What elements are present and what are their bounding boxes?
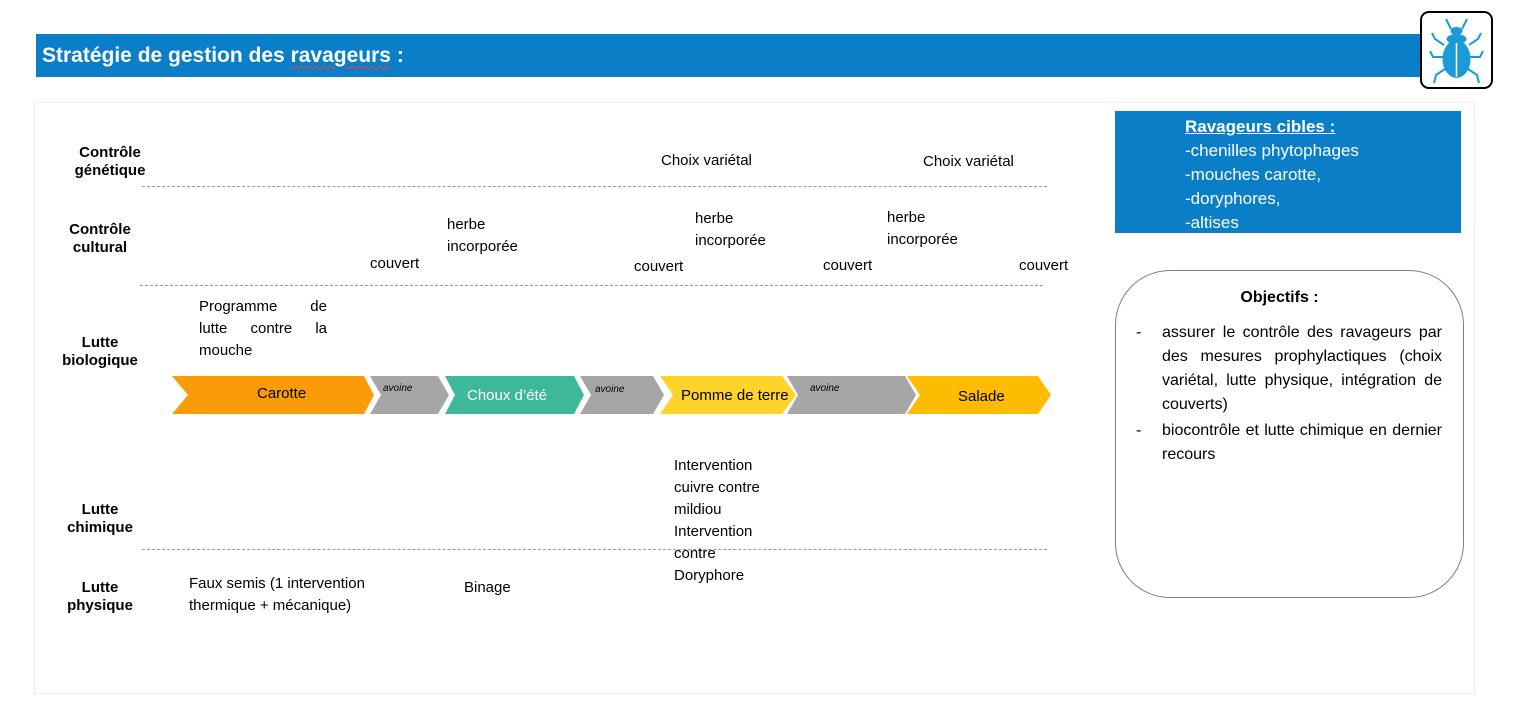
chevron-salade (907, 376, 1051, 414)
chevron-carotte (172, 376, 374, 414)
herbe-incorporee-text: herbe incorporée (447, 216, 518, 255)
beetle-icon (1429, 18, 1484, 84)
ravageur-item: -altises (1185, 213, 1239, 232)
ravageurs-cibles-box: Ravageurs cibles : -chenilles phytophage… (1115, 111, 1461, 233)
choix-varietal-text: Choix variétal (661, 152, 752, 169)
objectif-text: biocontrôle et lutte chimique en dernier… (1162, 422, 1442, 463)
page-title-spellcheck-word: ravageurs (290, 44, 391, 67)
crop-label-salade: Salade (958, 388, 1005, 405)
couvert-text: couvert (370, 255, 420, 272)
crop-label-avoine: avoine (810, 383, 840, 394)
row-label-cultural: Contrôle cultural (69, 221, 131, 256)
crop-label-avoine: avoine (595, 384, 625, 395)
crop-label-pomme-de-terre: Pomme de terre (681, 387, 789, 404)
row-divider (142, 186, 1047, 187)
row-divider (142, 549, 1047, 550)
header-bar (36, 34, 1424, 77)
programme-lutte-mouche-text: Programme de lutte contre la mouche (199, 298, 327, 359)
choix-varietal-text: Choix variétal (923, 153, 1014, 170)
chevron-pomme-de-terre (660, 376, 796, 414)
logo (1420, 11, 1493, 89)
crop-label-choux: Choux d’été (467, 387, 548, 404)
couvert-text: couvert (634, 258, 684, 275)
faux-semis-text: Faux semis (1 intervention thermique + m… (189, 575, 365, 614)
page-title: Stratégie de gestion des ravageurs : (42, 44, 404, 68)
page-title-end: : (390, 44, 404, 67)
diagram-panel (34, 102, 1475, 694)
row-label-biologique: Lutte biologique (62, 334, 138, 369)
objectifs-title: Objectifs : (1240, 289, 1319, 306)
ravageurs-cibles-title: Ravageurs cibles : (1185, 117, 1336, 136)
herbe-incorporee-text: herbe incorporée (887, 209, 958, 248)
objectif-text: assurer le contrôle des ravageurs par de… (1162, 324, 1442, 413)
objectif-item: -assurer le contrôle des ravageurs par d… (1136, 321, 1442, 417)
chevron-choux (445, 376, 584, 414)
row-divider (140, 285, 1043, 286)
chevron-avoine (580, 376, 664, 414)
crop-rotation-sequence (172, 376, 1051, 414)
objectif-item: -biocontrôle et lutte chimique en dernie… (1136, 419, 1442, 467)
objectifs-box: Objectifs : -assurer le contrôle des rav… (1115, 270, 1464, 598)
binage-text: Binage (464, 579, 511, 596)
couvert-text: couvert (1019, 257, 1069, 274)
crop-label-carotte: Carotte (257, 385, 307, 402)
row-label-chimique: Lutte chimique (67, 501, 133, 536)
intervention-doryphore-text: Intervention contre Doryphore (674, 523, 753, 584)
chevron-avoine (787, 376, 916, 414)
chevron-avoine (370, 376, 449, 414)
crop-label-avoine: avoine (383, 383, 413, 394)
row-label-genetique: Contrôle génétique (74, 144, 146, 179)
page-title-main: Stratégie de gestion des (42, 44, 291, 67)
couvert-text: couvert (823, 257, 873, 274)
ravageur-item: -doryphores, (1185, 189, 1281, 208)
ravageur-item: -chenilles phytophages (1185, 141, 1359, 160)
row-label-physique: Lutte physique (67, 579, 133, 614)
ravageur-item: -mouches carotte, (1185, 165, 1322, 184)
intervention-cuivre-text: Intervention cuivre contre mildiou (674, 457, 760, 518)
objectifs-list: -assurer le contrôle des ravageurs par d… (1136, 321, 1442, 469)
herbe-incorporee-text: herbe incorporée (695, 210, 766, 249)
